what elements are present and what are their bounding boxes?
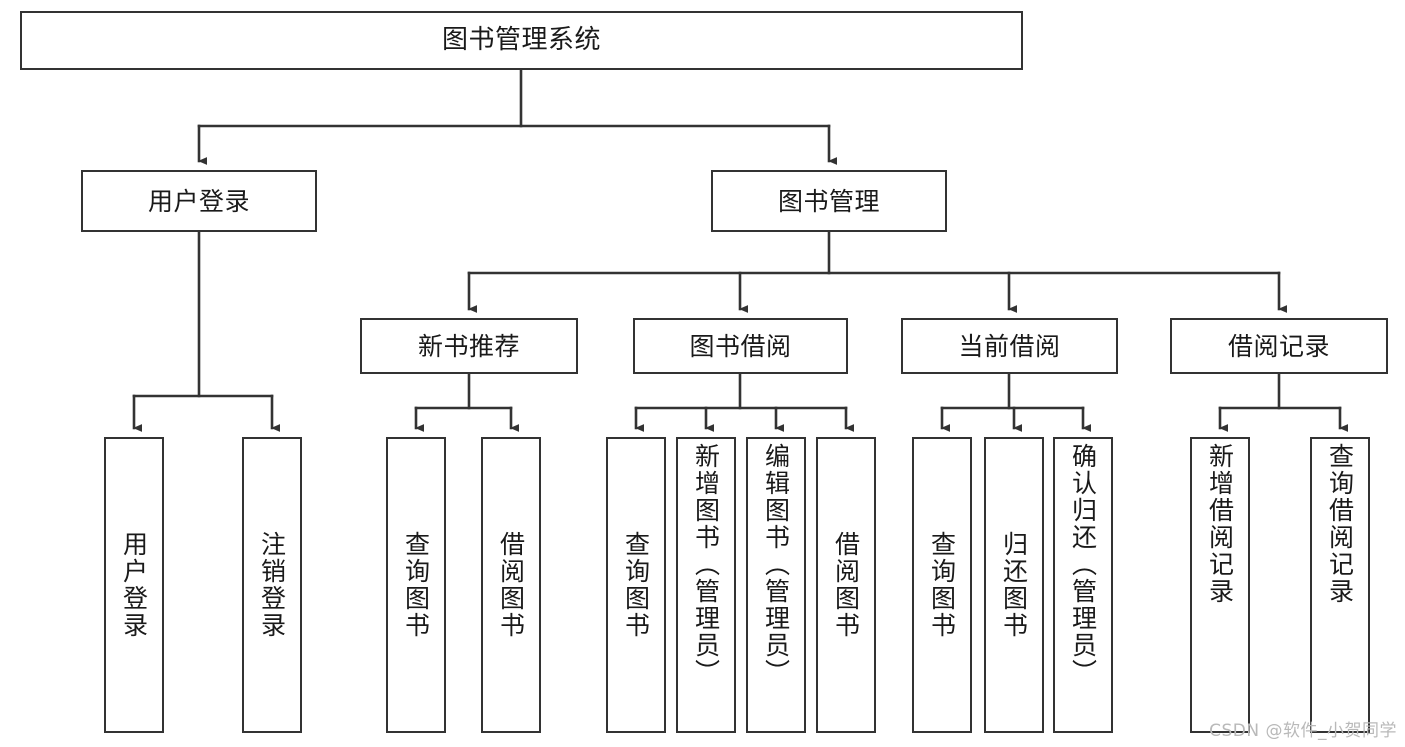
node-book-manage[interactable]: 图书管理 (711, 170, 947, 232)
node-leaf-user-login-label: 用户登录 (119, 531, 149, 639)
node-root[interactable]: 图书管理系统 (20, 11, 1023, 70)
node-leaf-edit-book[interactable]: 编辑图书（管理员） (746, 437, 806, 733)
node-leaf-logout-label: 注销登录 (257, 531, 287, 639)
node-user-login[interactable]: 用户登录 (81, 170, 317, 232)
node-leaf-add-book-label: 新增图书（管理员） (691, 443, 721, 686)
node-new-book-recommend-label: 新书推荐 (417, 331, 520, 361)
node-leaf-confirm-return-label: 确认归还（管理员） (1068, 443, 1098, 686)
node-leaf-query-book-3[interactable]: 查询图书 (912, 437, 972, 733)
node-leaf-query-book-2-label: 查询图书 (621, 531, 651, 639)
node-leaf-confirm-return[interactable]: 确认归还（管理员） (1053, 437, 1113, 733)
node-leaf-user-login[interactable]: 用户登录 (104, 437, 164, 733)
node-leaf-logout[interactable]: 注销登录 (242, 437, 302, 733)
node-leaf-add-record[interactable]: 新增借阅记录 (1190, 437, 1250, 733)
node-leaf-borrow-book-2[interactable]: 借阅图书 (816, 437, 876, 733)
node-leaf-return-book-label: 归还图书 (999, 531, 1029, 639)
node-book-manage-label: 图书管理 (777, 186, 880, 216)
node-current-borrow[interactable]: 当前借阅 (901, 318, 1118, 374)
csdn-watermark: CSDN @软件_小贺同学 (1209, 721, 1397, 741)
node-user-login-label: 用户登录 (147, 186, 250, 216)
node-leaf-borrow-book-1-label: 借阅图书 (496, 531, 526, 639)
node-borrow-record-label: 借阅记录 (1227, 331, 1330, 361)
node-book-borrow[interactable]: 图书借阅 (633, 318, 848, 374)
node-borrow-record[interactable]: 借阅记录 (1170, 318, 1388, 374)
node-leaf-add-record-label: 新增借阅记录 (1205, 443, 1235, 605)
node-leaf-borrow-book-1[interactable]: 借阅图书 (481, 437, 541, 733)
node-leaf-return-book[interactable]: 归还图书 (984, 437, 1044, 733)
node-new-book-recommend[interactable]: 新书推荐 (360, 318, 578, 374)
node-root-label: 图书管理系统 (441, 25, 601, 56)
node-current-borrow-label: 当前借阅 (958, 331, 1061, 361)
node-leaf-add-book[interactable]: 新增图书（管理员） (676, 437, 736, 733)
node-leaf-query-book-1-label: 查询图书 (401, 531, 431, 639)
node-leaf-borrow-book-2-label: 借阅图书 (831, 531, 861, 639)
node-leaf-query-book-2[interactable]: 查询图书 (606, 437, 666, 733)
node-leaf-edit-book-label: 编辑图书（管理员） (761, 443, 791, 686)
node-leaf-query-book-3-label: 查询图书 (927, 531, 957, 639)
node-leaf-query-record-label: 查询借阅记录 (1325, 443, 1355, 605)
node-book-borrow-label: 图书借阅 (689, 331, 792, 361)
node-leaf-query-book-1[interactable]: 查询图书 (386, 437, 446, 733)
node-leaf-query-record[interactable]: 查询借阅记录 (1310, 437, 1370, 733)
